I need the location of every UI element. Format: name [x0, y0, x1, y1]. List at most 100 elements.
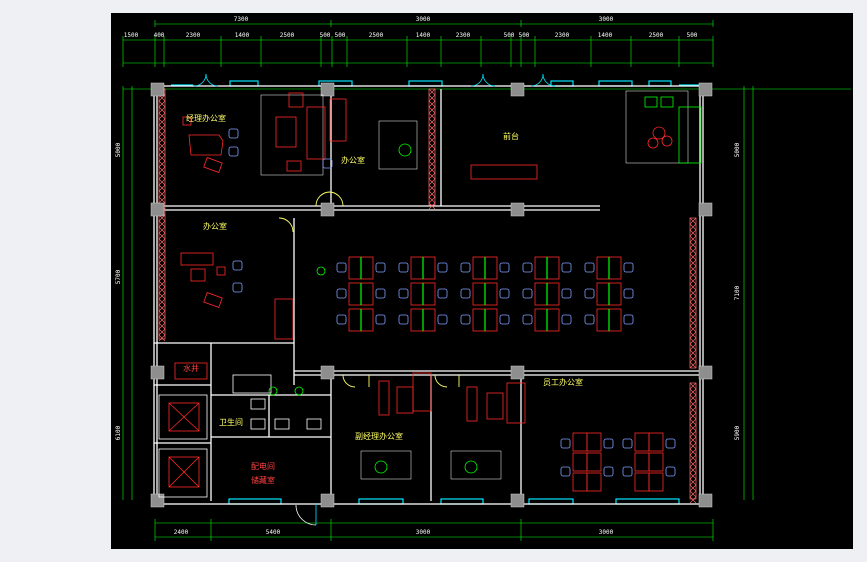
lattice-cross	[689, 454, 697, 462]
dim-top-detail: 2500	[280, 32, 295, 39]
lattice-cross	[689, 436, 697, 444]
staff-desk	[586, 432, 602, 452]
lattice-cross	[428, 160, 436, 168]
staff-chair	[560, 438, 571, 449]
workstation-desk	[422, 256, 436, 280]
lattice-cross	[158, 106, 166, 114]
workstation-desk	[534, 308, 548, 332]
workstation-desk	[410, 308, 424, 332]
room-label-office-1: 办公室	[341, 155, 365, 165]
dim-bottom: 2400	[174, 529, 189, 536]
dim-right: 5000	[734, 142, 741, 157]
lattice-cross	[689, 355, 697, 363]
room-label-manager-office: 经理办公室	[186, 113, 226, 123]
workstation-desk	[484, 308, 498, 332]
lattice-cross	[158, 130, 166, 138]
staff-chair	[622, 438, 633, 449]
dim-bottom: 5400	[266, 529, 281, 536]
lattice-cross	[689, 253, 697, 261]
lattice-cross	[689, 472, 697, 480]
staff-chair	[603, 466, 614, 477]
lattice-cross	[428, 100, 436, 108]
staff-chair	[665, 466, 676, 477]
lattice-cross	[689, 241, 697, 249]
dim-top-detail: 1400	[235, 32, 250, 39]
lattice-cross	[428, 154, 436, 162]
lattice-cross	[689, 283, 697, 291]
lattice-cross	[158, 250, 166, 258]
lattice-cross	[428, 166, 436, 174]
workstation-chair	[499, 288, 510, 299]
lattice-cross	[428, 106, 436, 114]
office-chair	[228, 128, 239, 139]
workstation-chair	[460, 314, 471, 325]
lattice-cross	[428, 202, 436, 210]
lattice-cross	[689, 319, 697, 327]
lattice-cross	[158, 310, 166, 318]
lattice-cross	[689, 466, 697, 474]
staff-chair	[665, 438, 676, 449]
workstation-desk	[608, 256, 622, 280]
workstation-desk	[360, 308, 374, 332]
lattice-cross	[689, 295, 697, 303]
lattice-cross	[689, 406, 697, 414]
lattice-cross	[158, 334, 166, 342]
dim-top-detail: 400	[154, 32, 165, 39]
room-labels: 经理办公室 办公室 前台 办公室 水井 卫生间 副经理办公室 员工办公室 配电间…	[183, 113, 583, 485]
workstation-chair	[375, 288, 386, 299]
lattice-cross	[158, 112, 166, 120]
workstation-chair	[561, 262, 572, 273]
dim-top-detail: 500	[335, 32, 346, 39]
lattice-cross	[158, 160, 166, 168]
staff-desk	[572, 472, 588, 492]
workstation-desk	[608, 282, 622, 306]
workstation-desk	[472, 282, 486, 306]
lattice-cross	[158, 304, 166, 312]
lattice-cross	[689, 259, 697, 267]
workstation-chair	[584, 262, 595, 273]
workstation-desk	[596, 282, 610, 306]
lattice-cross	[689, 412, 697, 420]
lattice-cross	[428, 142, 436, 150]
lattice-cross	[428, 124, 436, 132]
workstation-chair	[437, 262, 448, 273]
lattice-cross	[689, 478, 697, 486]
lattice-cross	[428, 88, 436, 96]
workstation-desk	[348, 282, 362, 306]
lattice-cross	[158, 118, 166, 126]
workstation-desk	[484, 256, 498, 280]
workstation-chair	[522, 314, 533, 325]
lattice-cross	[689, 235, 697, 243]
lattice-cross	[158, 322, 166, 330]
lattice-cross	[158, 298, 166, 306]
workstation-chair	[623, 314, 634, 325]
dim-top-overall: 7300	[234, 16, 249, 23]
lattice-cross	[689, 301, 697, 309]
staff-desk	[634, 432, 650, 452]
lattice-cross	[428, 112, 436, 120]
lattice-cross	[689, 337, 697, 345]
lattice-cross	[689, 490, 697, 498]
workstation-chair	[398, 314, 409, 325]
dim-top-detail: 2500	[369, 32, 384, 39]
staff-desk	[586, 452, 602, 472]
workstation-desk	[596, 256, 610, 280]
staff-desk	[572, 452, 588, 472]
lattice-cross	[689, 448, 697, 456]
workstation-desk	[484, 282, 498, 306]
dim-top-detail: 1400	[416, 32, 431, 39]
staff-desk	[572, 432, 588, 452]
lattice-cross	[689, 325, 697, 333]
lattice-cross	[689, 388, 697, 396]
lattice-cross	[158, 136, 166, 144]
dim-top-detail: 500	[504, 32, 515, 39]
lattice-cross	[158, 166, 166, 174]
office-chair	[322, 158, 333, 169]
lattice-cross	[689, 307, 697, 315]
workstation-desk	[546, 282, 560, 306]
lattice-cross	[689, 349, 697, 357]
lattice-cross	[158, 268, 166, 276]
lattice-cross	[689, 382, 697, 390]
